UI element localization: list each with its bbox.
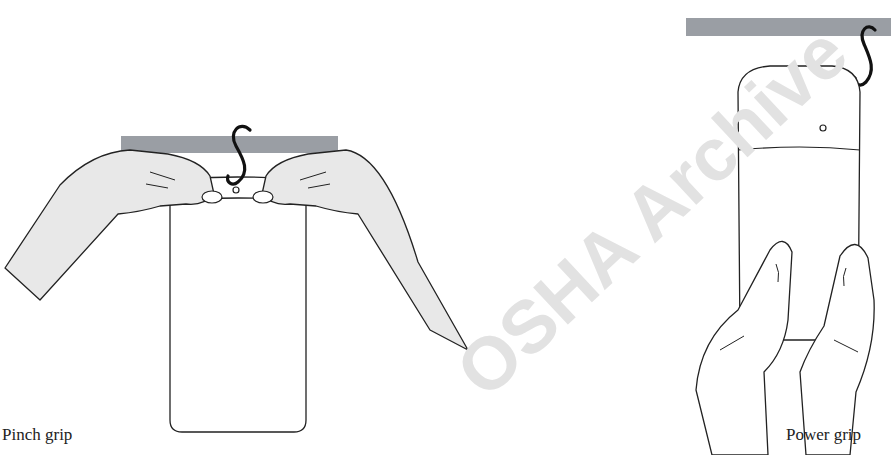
- s-hook: [228, 126, 250, 184]
- bag: [170, 198, 306, 432]
- finger-lines: [146, 172, 330, 188]
- right-thumb: [253, 191, 273, 203]
- left-arm: [5, 150, 214, 300]
- right-hand: [800, 244, 874, 455]
- hanging-bar: [121, 136, 338, 153]
- caption-label: Pinch grip: [2, 425, 72, 445]
- left-hand: [696, 241, 792, 455]
- hang-hole: [233, 187, 239, 193]
- s-hook: [855, 27, 875, 85]
- right-arm: [262, 150, 468, 350]
- hang-hole: [820, 125, 826, 131]
- left-thumb: [202, 191, 222, 203]
- caption-label: Power grip: [786, 425, 861, 445]
- finger-lines: [720, 264, 858, 352]
